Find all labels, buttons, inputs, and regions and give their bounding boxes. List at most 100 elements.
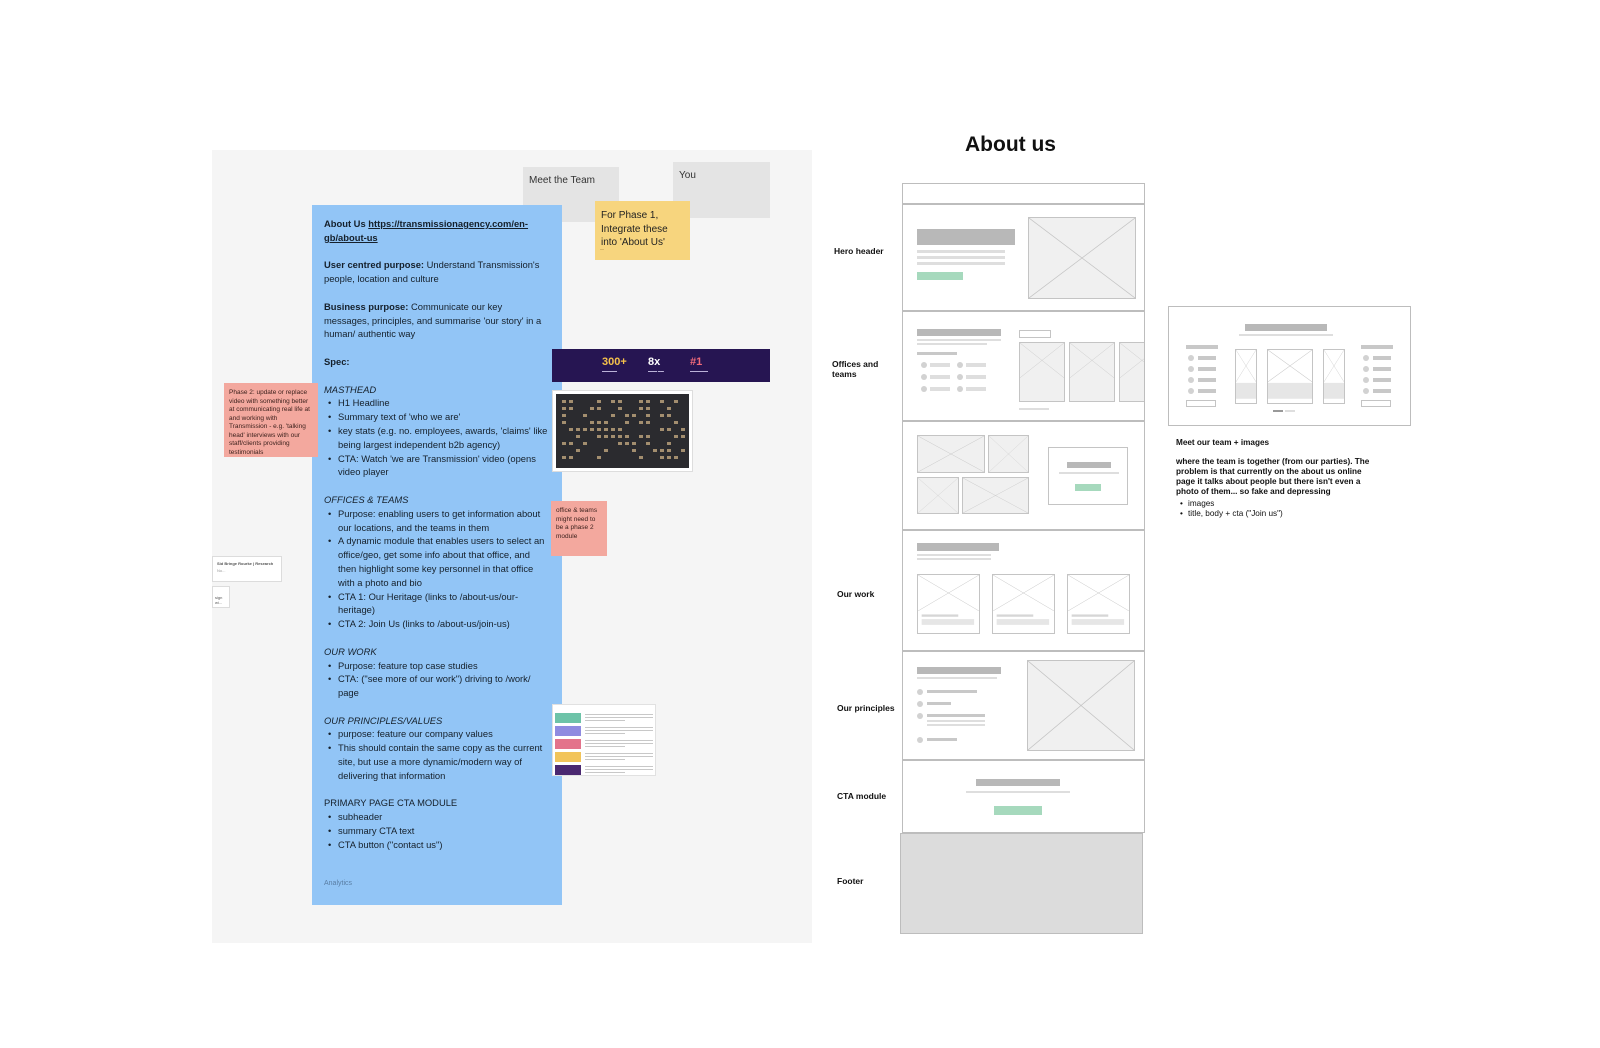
case-study-card[interactable] [992,574,1055,634]
building-window [646,442,650,445]
team-note-body: where the team is together (from our par… [1176,457,1370,496]
sticky-phase-2-video[interactable]: Phase 2: update or replace video with so… [224,383,318,457]
team-note: Meet our team + images where the team is… [1176,438,1376,519]
stat-value: #1 [690,356,703,368]
list-item: CTA button ("contact us") [324,838,550,852]
list-item: CTA 1: Our Heritage (links to /about-us/… [324,590,550,618]
value-text-line [585,772,625,773]
building-window [639,435,643,438]
case-study-card[interactable] [917,574,980,634]
principles-title: OUR PRINCIPLES/VALUES [324,714,443,726]
team-member-card[interactable] [1235,349,1257,404]
office-select-dropdown[interactable] [1019,330,1051,338]
value-text-line [585,730,653,731]
principles-list: purpose: feature our company values This… [324,727,550,782]
building-window [681,428,685,431]
building-window [590,407,594,410]
value-text-line [585,766,653,767]
building-window [576,449,580,452]
building-window [625,442,629,445]
building-window [569,456,573,459]
video-still [556,394,689,468]
building-window [667,407,671,410]
list-item: Purpose: enabling users to get informati… [324,507,550,535]
stat-caption-bar: ▬▬▬▬▬▬ [690,369,708,373]
building-window [639,407,643,410]
building-window [604,449,608,452]
spec-label-text: Spec: [324,355,350,367]
offices-title: OFFICES & TEAMS [324,493,409,505]
list-item: CTA 2: Join Us (links to /about-us/join-… [324,617,550,631]
label-offices-teams: Offices and teams [832,359,879,379]
building-window [604,435,608,438]
building-window [597,400,601,403]
sticky-you-text: You [679,170,696,181]
sticky-phase-1[interactable]: For Phase 1, Integrate these into 'About… [595,201,690,260]
team-select-dropdown[interactable] [1186,400,1216,407]
building-window [562,407,566,410]
label-our-principles: Our principles [837,703,895,713]
sticky-office-teams[interactable]: office & teams might need to be a phase … [551,501,607,556]
building-window [660,428,664,431]
research-card[interactable]: Sid Bringe Rourke | Research No... [212,556,282,582]
building-window [667,428,671,431]
wireframe-our-work [902,530,1145,651]
sticky-office-teams-text: office & teams might need to be a phase … [556,507,598,540]
building-window [611,414,615,417]
value-text-line [585,756,653,757]
team-member-card[interactable] [1267,349,1313,404]
building-window [632,414,636,417]
label-our-work: Our work [837,589,875,599]
value-row [555,739,655,749]
label-footer: Footer [837,876,864,886]
building-window [674,400,678,403]
value-text-line [585,743,653,744]
building-window [618,428,622,431]
building-window [639,400,643,403]
research-card-title: Sid Bringe Rourke | Research [217,561,274,566]
value-swatch [555,726,581,736]
values-preview-card[interactable] [552,704,656,776]
value-text-line [585,714,653,715]
list-item: CTA: ("see more of our work") driving to… [324,672,550,700]
building-window [597,421,601,424]
building-window [576,428,580,431]
hero-cta-button[interactable] [917,272,963,280]
team-select-dropdown[interactable] [1361,400,1391,407]
building-window [562,400,566,403]
list-item: A dynamic module that enables users to s… [324,534,550,589]
value-row [555,713,655,723]
spec-document[interactable]: About Us https://transmissionagency.com/… [312,205,562,905]
building-window [660,414,664,417]
contact-us-button[interactable] [994,806,1042,815]
wireframe-nav [902,183,1145,204]
case-study-card[interactable] [1067,574,1130,634]
building-window [639,421,643,424]
about-us-link[interactable]: https://transmissionagency.com/en-gb/abo… [324,218,529,243]
business-purpose-text: Communicate our key messages, principles… [324,300,542,340]
team-member-card[interactable] [1323,349,1345,404]
list-item: summary CTA text [324,824,550,838]
about-us-line: About Us https://transmissionagency.com/… [324,217,550,245]
value-text-line [585,759,625,760]
building-window [632,449,636,452]
sticky-author-tag: — [600,245,604,251]
building-window [646,400,650,403]
list-item: title, body + cta ("Join us") [1176,509,1376,519]
user-purpose: User centred purpose: Understand Transmi… [324,258,550,286]
sticky-phase-2-video-text: Phase 2: update or replace video with so… [229,389,310,456]
join-card [1048,447,1128,505]
small-card[interactable]: sign wi... [212,586,230,608]
image-placeholder-icon [1028,217,1136,299]
value-text-line [585,717,653,718]
wireframe-footer [900,833,1143,934]
join-cta-button[interactable] [1075,484,1101,491]
building-window [618,435,622,438]
list-item: This should contain the same copy as the… [324,741,550,782]
building-window [639,456,643,459]
work-list: Purpose: feature top case studies CTA: (… [324,659,550,700]
building-window [674,421,678,424]
building-window [611,435,615,438]
offices-list: Purpose: enabling users to get informati… [324,507,550,631]
video-thumbnail[interactable] [552,390,693,472]
